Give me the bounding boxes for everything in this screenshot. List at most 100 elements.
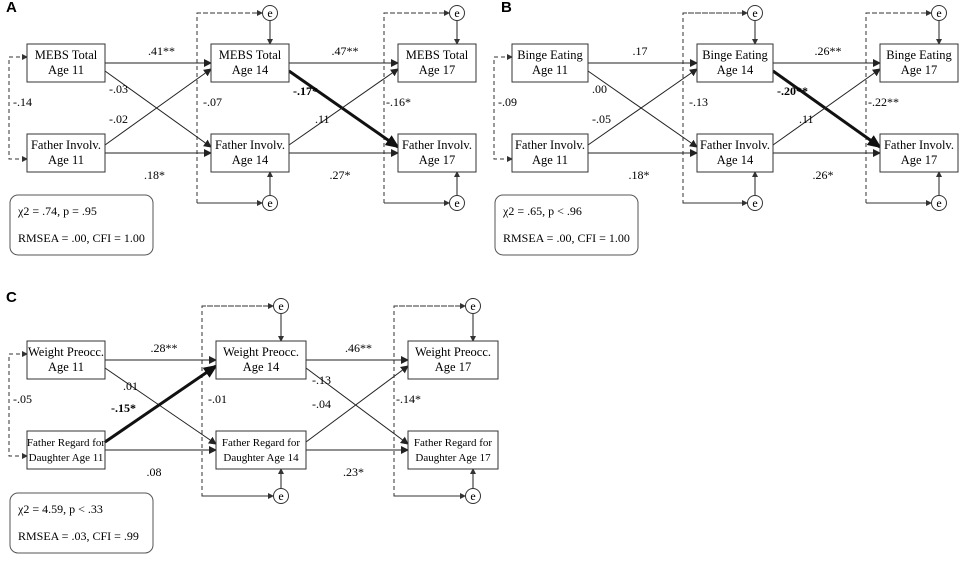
node-label: Father Regard for bbox=[222, 437, 301, 449]
node-label: Age 14 bbox=[232, 63, 269, 77]
coefficient-f2f3: .27* bbox=[330, 168, 351, 182]
node-box-f3 bbox=[879, 133, 959, 173]
coefficient-x2x3: .46** bbox=[345, 341, 372, 355]
error-term-circle bbox=[465, 298, 481, 314]
path-arrow-f1x2 bbox=[104, 68, 212, 146]
node-label: Father Involv. bbox=[215, 138, 285, 152]
node-label: Binge Eating bbox=[517, 48, 583, 62]
error-term-circle bbox=[262, 5, 278, 21]
coefficient-cov2: -.13 bbox=[689, 95, 708, 109]
node-label: Father Involv. bbox=[402, 138, 472, 152]
fit-stats-box bbox=[9, 194, 154, 256]
error-term-label: e bbox=[936, 6, 941, 20]
node-label: Age 17 bbox=[419, 63, 455, 77]
coefficient-cov1: -.14 bbox=[13, 95, 32, 109]
path-arrow-x2f3 bbox=[288, 69, 400, 149]
error-term-label: e bbox=[470, 489, 475, 503]
node-label: Daughter Age 11 bbox=[29, 452, 104, 464]
node-label: Age 11 bbox=[532, 63, 568, 77]
coefficient-cov3: -.16* bbox=[386, 95, 411, 109]
panel-letter: C bbox=[6, 289, 17, 306]
coefficient-x1f2: .01 bbox=[123, 379, 138, 393]
coefficient-x1x2: .41** bbox=[148, 44, 175, 58]
node-label: Age 11 bbox=[48, 153, 84, 167]
node-label: Father Regard for bbox=[414, 437, 493, 449]
node-label: Father Regard for bbox=[27, 437, 106, 449]
node-label: Father Involv. bbox=[515, 138, 585, 152]
error-term-label: e bbox=[267, 196, 272, 210]
coefficient-x1x2: .28** bbox=[151, 341, 178, 355]
error-term-label: e bbox=[278, 299, 283, 313]
node-label: Age 11 bbox=[48, 360, 84, 374]
error-term-circle bbox=[449, 5, 465, 21]
coefficient-f1x2: -.15* bbox=[111, 401, 136, 415]
coefficient-x2x3: .47** bbox=[332, 44, 359, 58]
coefficient-f1x2: -.05 bbox=[592, 112, 611, 126]
panel-letter: B bbox=[501, 0, 512, 16]
error-term-circle bbox=[465, 488, 481, 504]
error-term-circle bbox=[273, 298, 289, 314]
node-box-f2 bbox=[215, 430, 307, 470]
error-covariance-line bbox=[393, 305, 473, 497]
coefficient-cov1: -.09 bbox=[498, 95, 517, 109]
coefficient-f2x3: -.04 bbox=[312, 397, 331, 411]
coefficient-cov3: -.14* bbox=[396, 392, 421, 406]
fit-stats-box bbox=[9, 492, 154, 554]
node-box-f2 bbox=[696, 133, 774, 173]
error-term-label: e bbox=[278, 489, 283, 503]
chi-square-text: χ2 = 4.59, p < .33 bbox=[17, 502, 103, 516]
error-term-circle bbox=[262, 195, 278, 211]
coefficient-x1f2: .00 bbox=[592, 82, 607, 96]
node-label: Age 17 bbox=[901, 153, 937, 167]
node-label: MEBS Total bbox=[219, 48, 282, 62]
node-box-f3 bbox=[397, 133, 477, 173]
error-term-label: e bbox=[470, 299, 475, 313]
node-label: Age 14 bbox=[717, 153, 754, 167]
coefficient-x2x3: .26** bbox=[815, 44, 842, 58]
fit-stats-box bbox=[494, 194, 639, 256]
node-box-f1 bbox=[26, 133, 106, 173]
rmsea-cfi-text: RMSEA = .00, CFI = 1.00 bbox=[18, 231, 145, 245]
chi-square-text: χ2 = .65, p < .96 bbox=[502, 204, 582, 218]
coefficient-x1x2: .17 bbox=[633, 44, 648, 58]
coefficient-f1x2: -.02 bbox=[109, 112, 128, 126]
node-box-f3 bbox=[407, 430, 499, 470]
coefficient-f1f2: .08 bbox=[147, 465, 162, 479]
chi-square-text: χ2 = .74, p = .95 bbox=[17, 204, 97, 218]
panel-letter: A bbox=[6, 0, 17, 16]
coefficient-f2f3: .26* bbox=[813, 168, 834, 182]
rmsea-cfi-text: RMSEA = .03, CFI = .99 bbox=[18, 529, 139, 543]
node-box-x3 bbox=[397, 43, 477, 83]
path-arrow-x2f3 bbox=[305, 367, 409, 445]
node-label: Father Involv. bbox=[884, 138, 954, 152]
error-term-label: e bbox=[454, 196, 459, 210]
error-term-circle bbox=[747, 195, 763, 211]
node-label: Binge Eating bbox=[886, 48, 952, 62]
node-label: Age 11 bbox=[532, 153, 568, 167]
coefficient-x1f2: -.03 bbox=[109, 82, 128, 96]
node-label: Weight Preocc. bbox=[223, 345, 299, 359]
node-box-x2 bbox=[210, 43, 290, 83]
error-term-label: e bbox=[936, 196, 941, 210]
path-arrow-x1f2 bbox=[587, 70, 698, 148]
node-label: Daughter Age 14 bbox=[223, 452, 299, 464]
error-term-circle bbox=[931, 195, 947, 211]
path-arrow-f2x3 bbox=[305, 365, 409, 443]
coefficient-f2f3: .23* bbox=[343, 465, 364, 479]
coefficient-cov2: -.01 bbox=[208, 392, 227, 406]
error-term-label: e bbox=[752, 196, 757, 210]
node-label: MEBS Total bbox=[35, 48, 98, 62]
path-arrow-f1x2 bbox=[104, 364, 218, 444]
error-term-circle bbox=[273, 488, 289, 504]
coefficient-x2f3: -.17* bbox=[293, 84, 318, 98]
coefficient-cov1: -.05 bbox=[13, 392, 32, 406]
error-term-label: e bbox=[752, 6, 757, 20]
path-arrow-f1x2 bbox=[587, 68, 698, 146]
node-box-f1 bbox=[511, 133, 589, 173]
node-label: Daughter Age 17 bbox=[415, 452, 491, 464]
coefficient-f1f2: .18* bbox=[629, 168, 650, 182]
